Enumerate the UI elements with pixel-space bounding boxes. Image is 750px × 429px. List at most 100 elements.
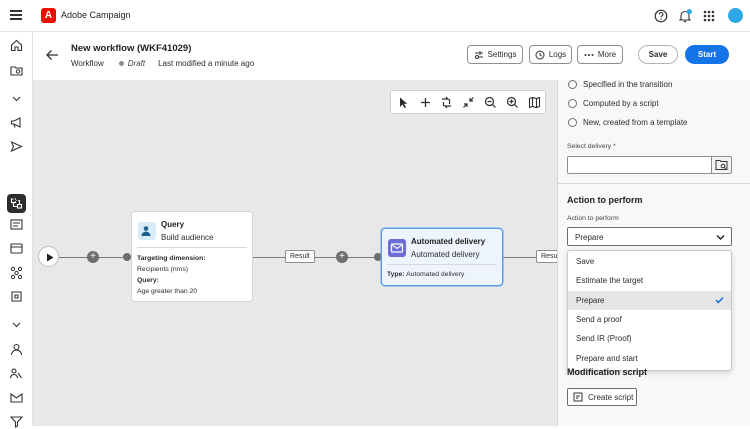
- query-activity-card[interactable]: Query Build audience Targeting dimension…: [132, 212, 252, 301]
- menu-item-send-proof[interactable]: Send a proof: [576, 315, 622, 324]
- save-button[interactable]: Save: [638, 45, 678, 64]
- chevron-down-icon[interactable]: [9, 192, 24, 207]
- action-select[interactable]: Prepare: [567, 227, 732, 246]
- action-select-value: Prepare: [575, 233, 604, 242]
- modification-script-title: Modification script: [567, 367, 648, 377]
- fragments-icon[interactable]: [9, 289, 24, 304]
- add-activity-button[interactable]: +: [336, 251, 348, 263]
- segments-icon[interactable]: [9, 366, 24, 381]
- automated-delivery-card[interactable]: Automated delivery Automated delivery Ty…: [382, 229, 502, 285]
- select-pointer-icon[interactable]: [397, 96, 410, 109]
- content-templates-icon[interactable]: [9, 217, 24, 232]
- menu-item-prepare-and-start[interactable]: Prepare and start: [576, 354, 638, 363]
- settings-icon: [474, 50, 483, 59]
- status-dot: [118, 61, 124, 66]
- action-field-label: Action to perform: [567, 215, 619, 222]
- help-icon[interactable]: [654, 9, 668, 23]
- select-delivery-label: Select delivery *: [567, 143, 616, 150]
- workflow-canvas[interactable]: + Result + Result Query Build audience T…: [33, 80, 557, 426]
- play-icon: [47, 253, 54, 262]
- menu-item-save[interactable]: Save: [576, 257, 595, 266]
- chevron-down-icon[interactable]: [9, 317, 24, 332]
- page-title: New workflow (WKF41029): [71, 43, 192, 54]
- campaigns-icon[interactable]: [9, 115, 24, 130]
- add-activity-icon[interactable]: [419, 96, 432, 109]
- zoom-out-icon[interactable]: [484, 96, 497, 109]
- delivery-icon: [388, 239, 406, 257]
- back-arrow-icon[interactable]: [45, 49, 59, 61]
- recipients-option-script[interactable]: Computed by a script: [568, 99, 659, 108]
- top-bar: A Adobe Campaign: [0, 0, 750, 32]
- option-label: New, created from a template: [583, 118, 688, 127]
- card-subtitle: Automated delivery: [411, 250, 480, 259]
- zoom-in-icon[interactable]: [506, 96, 519, 109]
- chevron-down-icon: [716, 235, 725, 240]
- branch-icon[interactable]: [440, 96, 453, 109]
- workflow-meta: Workflow Draft Last modified a minute ag…: [71, 59, 254, 68]
- transition-label[interactable]: Result: [536, 250, 557, 263]
- radio-button[interactable]: [568, 80, 577, 89]
- menu-item-estimate-target[interactable]: Estimate the target: [576, 276, 644, 285]
- query-label: Query:: [137, 277, 159, 284]
- start-node[interactable]: [38, 246, 59, 267]
- create-script-button[interactable]: Create script: [567, 388, 637, 406]
- status-badge: Draft: [127, 59, 146, 68]
- option-label: Specified in the transition: [583, 80, 673, 89]
- breadcrumb[interactable]: Workflow: [71, 59, 104, 68]
- transition-arrow-icon: [123, 253, 131, 261]
- card-subtitle: Build audience: [161, 233, 214, 242]
- adobe-logo-icon: A: [41, 8, 56, 23]
- add-activity-button[interactable]: +: [87, 251, 99, 263]
- radio-button[interactable]: [568, 118, 577, 127]
- card-title: Query: [161, 220, 185, 229]
- properties-panel: Specified in the transition Computed by …: [557, 80, 750, 426]
- audiences-icon[interactable]: [9, 265, 24, 280]
- more-button[interactable]: More: [577, 45, 623, 64]
- apps-grid-icon[interactable]: [702, 9, 716, 23]
- recipients-option-transition[interactable]: Specified in the transition: [568, 80, 672, 89]
- logs-button[interactable]: Logs: [529, 45, 572, 64]
- menu-item-send-ir-proof[interactable]: Send IR (Proof): [576, 334, 632, 343]
- option-label: Prepare: [576, 296, 605, 305]
- explorer-icon[interactable]: [9, 63, 24, 78]
- targeting-value: Recipients (nms): [137, 266, 188, 273]
- user-avatar[interactable]: [728, 8, 743, 23]
- transition-line: [252, 257, 382, 258]
- collapse-icon[interactable]: [462, 96, 475, 109]
- landing-pages-icon[interactable]: [9, 241, 24, 256]
- settings-label: Settings: [487, 50, 517, 59]
- chevron-down-icon[interactable]: [9, 91, 24, 106]
- menu-item-prepare[interactable]: Prepare: [568, 291, 731, 310]
- card-divider: [137, 247, 247, 248]
- query-value: Age greater than 20: [137, 288, 198, 295]
- action-dropdown-menu: Save Estimate the target Prepare Send a …: [567, 250, 732, 371]
- menu-icon[interactable]: [10, 10, 22, 20]
- browse-delivery-button[interactable]: [711, 156, 732, 174]
- select-delivery-field[interactable]: [567, 156, 712, 174]
- home-icon[interactable]: [9, 38, 24, 53]
- deliveries-icon[interactable]: [9, 139, 24, 154]
- notifications-icon[interactable]: [678, 9, 692, 23]
- transition-line: [502, 257, 557, 258]
- option-label: Computed by a script: [583, 99, 659, 108]
- app-title: Adobe Campaign: [61, 10, 131, 20]
- create-script-label: Create script: [588, 392, 634, 402]
- profiles-icon[interactable]: [9, 342, 24, 357]
- settings-button[interactable]: Settings: [467, 45, 523, 64]
- reports-icon[interactable]: [9, 390, 24, 405]
- transition-label[interactable]: Result: [285, 250, 315, 263]
- card-divider: [387, 264, 497, 265]
- start-button[interactable]: Start: [685, 45, 729, 64]
- filters-icon[interactable]: [9, 414, 24, 429]
- query-icon: [138, 222, 156, 240]
- section-divider: [558, 183, 750, 184]
- more-label: More: [597, 50, 617, 59]
- radio-button[interactable]: [568, 99, 577, 108]
- script-icon: [573, 392, 583, 402]
- page-header: New workflow (WKF41029) Workflow Draft L…: [33, 32, 750, 80]
- folder-search-icon: [715, 160, 728, 170]
- clock-icon: [535, 50, 545, 59]
- recipients-option-template[interactable]: New, created from a template: [568, 118, 688, 127]
- map-icon[interactable]: [528, 96, 541, 109]
- targeting-label: Targeting dimension:: [137, 255, 206, 262]
